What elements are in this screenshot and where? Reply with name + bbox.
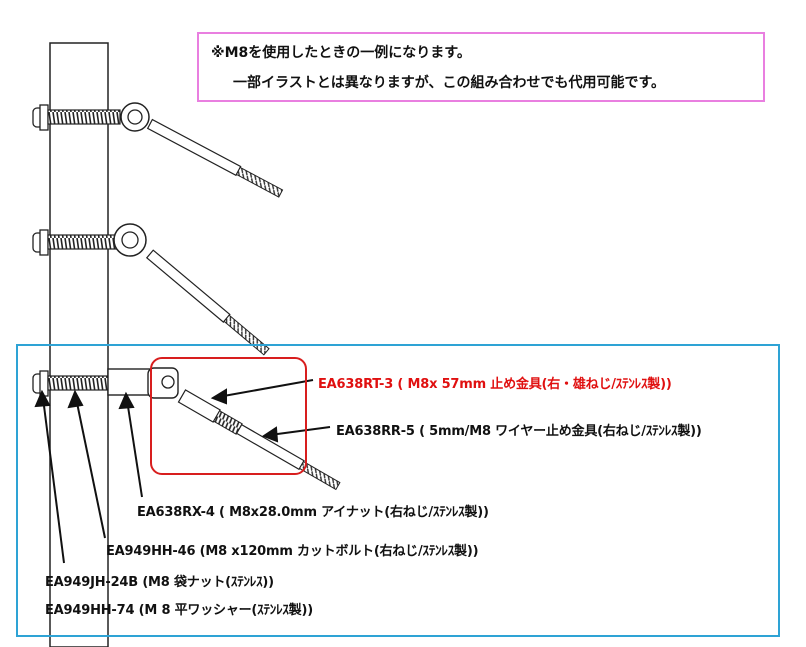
leader-rx4-arrowhead bbox=[118, 391, 135, 410]
label-ea638rx-4: EA638RX-4 ( M8x28.0mm アイナット(右ねじ/ｽﾃﾝﾚｽ製)) bbox=[137, 505, 489, 520]
leader-rr5-arrowhead bbox=[261, 426, 279, 443]
label-ea638rr-5: EA638RR-5 ( 5mm/M8 ワイヤー止め金具(右ねじ/ｽﾃﾝﾚｽ製)) bbox=[336, 424, 702, 439]
note-line-1: ※M8を使用したときの一例になります。 bbox=[211, 45, 471, 61]
fitting-assembly-upper bbox=[32, 102, 284, 198]
callout-frame bbox=[150, 357, 307, 475]
leader-rr5 bbox=[269, 426, 331, 436]
note-line-2: 一部イラストとは異なりますが、この組み合わせでも代用可能です。 bbox=[233, 75, 666, 91]
leader-hh46-arrowhead bbox=[67, 389, 84, 409]
leader-rt3-arrowhead bbox=[210, 388, 227, 405]
detail-frame bbox=[16, 344, 780, 637]
leader-hh46 bbox=[75, 397, 106, 539]
label-ea638rt-3: EA638RT-3 ( M8x 57mm 止め金具(右・雄ねじ/ｽﾃﾝﾚｽ製)) bbox=[318, 377, 672, 392]
label-ea949hh-46: EA949HH-46 (M8 x120mm カットボルト(右ねじ/ｽﾃﾝﾚｽ製)… bbox=[106, 544, 479, 559]
fitting-assembly-detail bbox=[32, 367, 341, 491]
leader-rt3 bbox=[217, 379, 314, 398]
leader-jh24b bbox=[42, 397, 65, 564]
label-ea949hh-74: EA949HH-74 (M 8 平ワッシャー(ｽﾃﾝﾚｽ製)) bbox=[45, 603, 313, 618]
note-box: ※M8を使用したときの一例になります。 一部イラストとは異なりますが、この組み合… bbox=[197, 32, 765, 102]
leader-rx4 bbox=[126, 399, 143, 498]
leader-jh24b-arrowhead bbox=[34, 389, 51, 408]
label-ea949jh-24b: EA949JH-24B (M8 袋ナット(ｽﾃﾝﾚｽ)) bbox=[45, 575, 274, 590]
